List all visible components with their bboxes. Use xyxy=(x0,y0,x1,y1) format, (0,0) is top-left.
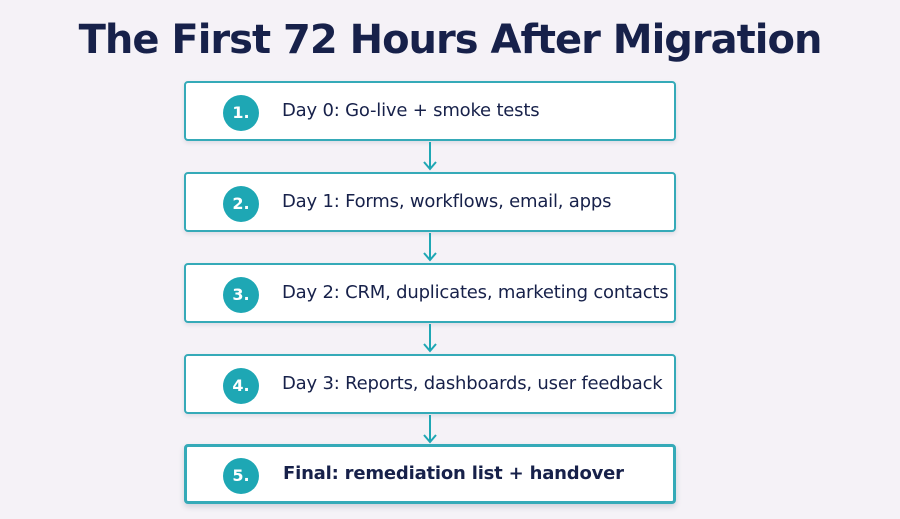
step-number-badge: 5. xyxy=(223,458,259,494)
arrow-down-icon xyxy=(423,324,437,353)
step-label: Day 2: CRM, duplicates, marketing contac… xyxy=(282,282,669,303)
step-box-3: 3. Day 2: CRM, duplicates, marketing con… xyxy=(184,263,676,323)
step-number-badge: 2. xyxy=(223,186,259,222)
step-box-5: 5. Final: remediation list + handover xyxy=(184,444,676,504)
step-box-2: 2. Day 1: Forms, workflows, email, apps xyxy=(184,172,676,232)
arrow-down-icon xyxy=(423,233,437,262)
arrow-down-icon xyxy=(423,415,437,444)
step-box-4: 4. Day 3: Reports, dashboards, user feed… xyxy=(184,354,676,414)
step-number-badge: 3. xyxy=(223,277,259,313)
step-box-1: 1. Day 0: Go-live + smoke tests xyxy=(184,81,676,141)
arrow-down-icon xyxy=(423,142,437,171)
step-label: Day 1: Forms, workflows, email, apps xyxy=(282,191,612,212)
step-label: Final: remediation list + handover xyxy=(283,463,624,484)
step-label: Day 3: Reports, dashboards, user feedbac… xyxy=(282,373,663,394)
step-number-badge: 1. xyxy=(223,95,259,131)
step-number-badge: 4. xyxy=(223,368,259,404)
page-title: The First 72 Hours After Migration xyxy=(78,17,823,63)
step-label: Day 0: Go-live + smoke tests xyxy=(282,100,540,121)
